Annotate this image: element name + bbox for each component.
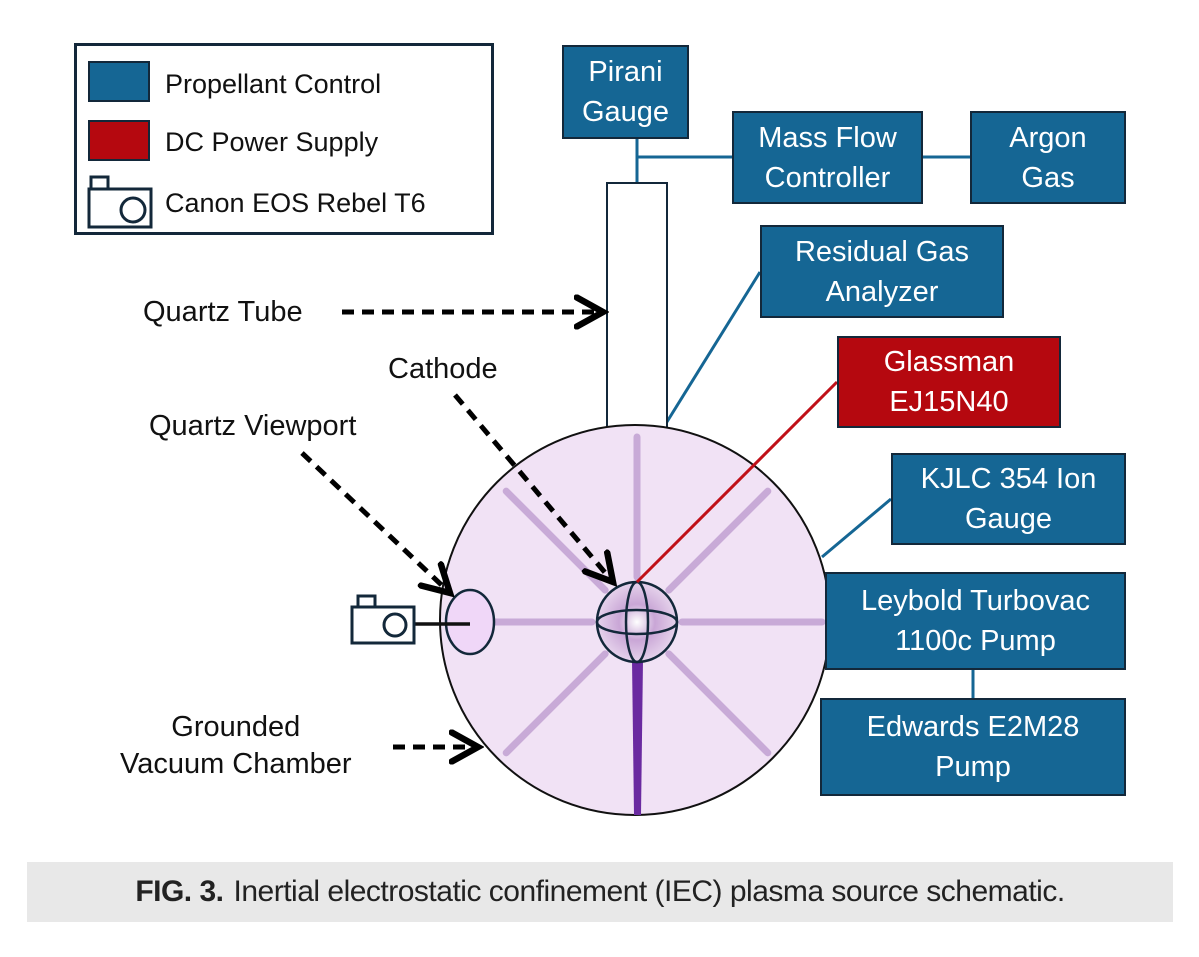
- viewport-arrow: [300, 451, 450, 593]
- legend-label-dc-power: DC Power Supply: [165, 127, 379, 157]
- node-leybold-turbo-pump: Leybold Turbovac 1100c Pump: [825, 572, 1126, 670]
- plasma-ray: [665, 487, 772, 594]
- power-supply-line: [635, 380, 839, 584]
- node-glassman-power-supply: Glassman EJ15N40: [837, 336, 1061, 428]
- node-residual-gas-analyzer: Residual Gas Analyzer: [760, 225, 1004, 318]
- cathode-arrow: [453, 393, 613, 582]
- cathode-grid: [595, 580, 679, 664]
- camera-icon: [87, 175, 153, 229]
- node-edwards-pump: Edwards E2M28 Pump: [820, 698, 1126, 796]
- caption-text: Inertial electrostatic confinement (IEC)…: [233, 875, 1066, 908]
- label-grounded-vacuum-chamber: Grounded Vacuum Chamber: [120, 711, 352, 780]
- legend-label-camera: Canon EOS Rebel T6: [165, 188, 426, 218]
- node-pirani-gauge: Pirani Gauge: [562, 45, 689, 139]
- quartz-tube: [606, 182, 668, 429]
- legend-label-propellant: Propellant Control: [165, 69, 382, 99]
- plasma-jet: [632, 660, 643, 815]
- rga-connector-line: [663, 271, 762, 426]
- label-quartz-tube: Quartz Tube: [143, 296, 303, 328]
- label-quartz-viewport: Quartz Viewport: [149, 410, 357, 442]
- figure-caption: FIG. 3. Inertial electrostatic confineme…: [27, 862, 1173, 922]
- legend-swatch-propellant: [88, 61, 150, 102]
- camera-icon: [350, 594, 416, 645]
- annotation-arrows: [300, 312, 613, 747]
- node-kjlc-ion-gauge: KJLC 354 Ion Gauge: [891, 453, 1126, 545]
- quartz-viewport: [444, 588, 496, 656]
- kjlc-connector-line: [821, 497, 892, 559]
- plasma-ray: [502, 650, 609, 757]
- node-argon-gas: Argon Gas: [970, 111, 1126, 204]
- node-mass-flow-controller: Mass Flow Controller: [732, 111, 923, 204]
- plasma-ray: [665, 650, 772, 757]
- legend: Propellant Control DC Power Supply Canon…: [74, 43, 494, 235]
- legend-swatch-dc-power: [88, 120, 150, 161]
- propellant-connectors: [635, 139, 975, 698]
- caption-label: FIG. 3.: [135, 875, 224, 908]
- label-cathode: Cathode: [388, 353, 498, 385]
